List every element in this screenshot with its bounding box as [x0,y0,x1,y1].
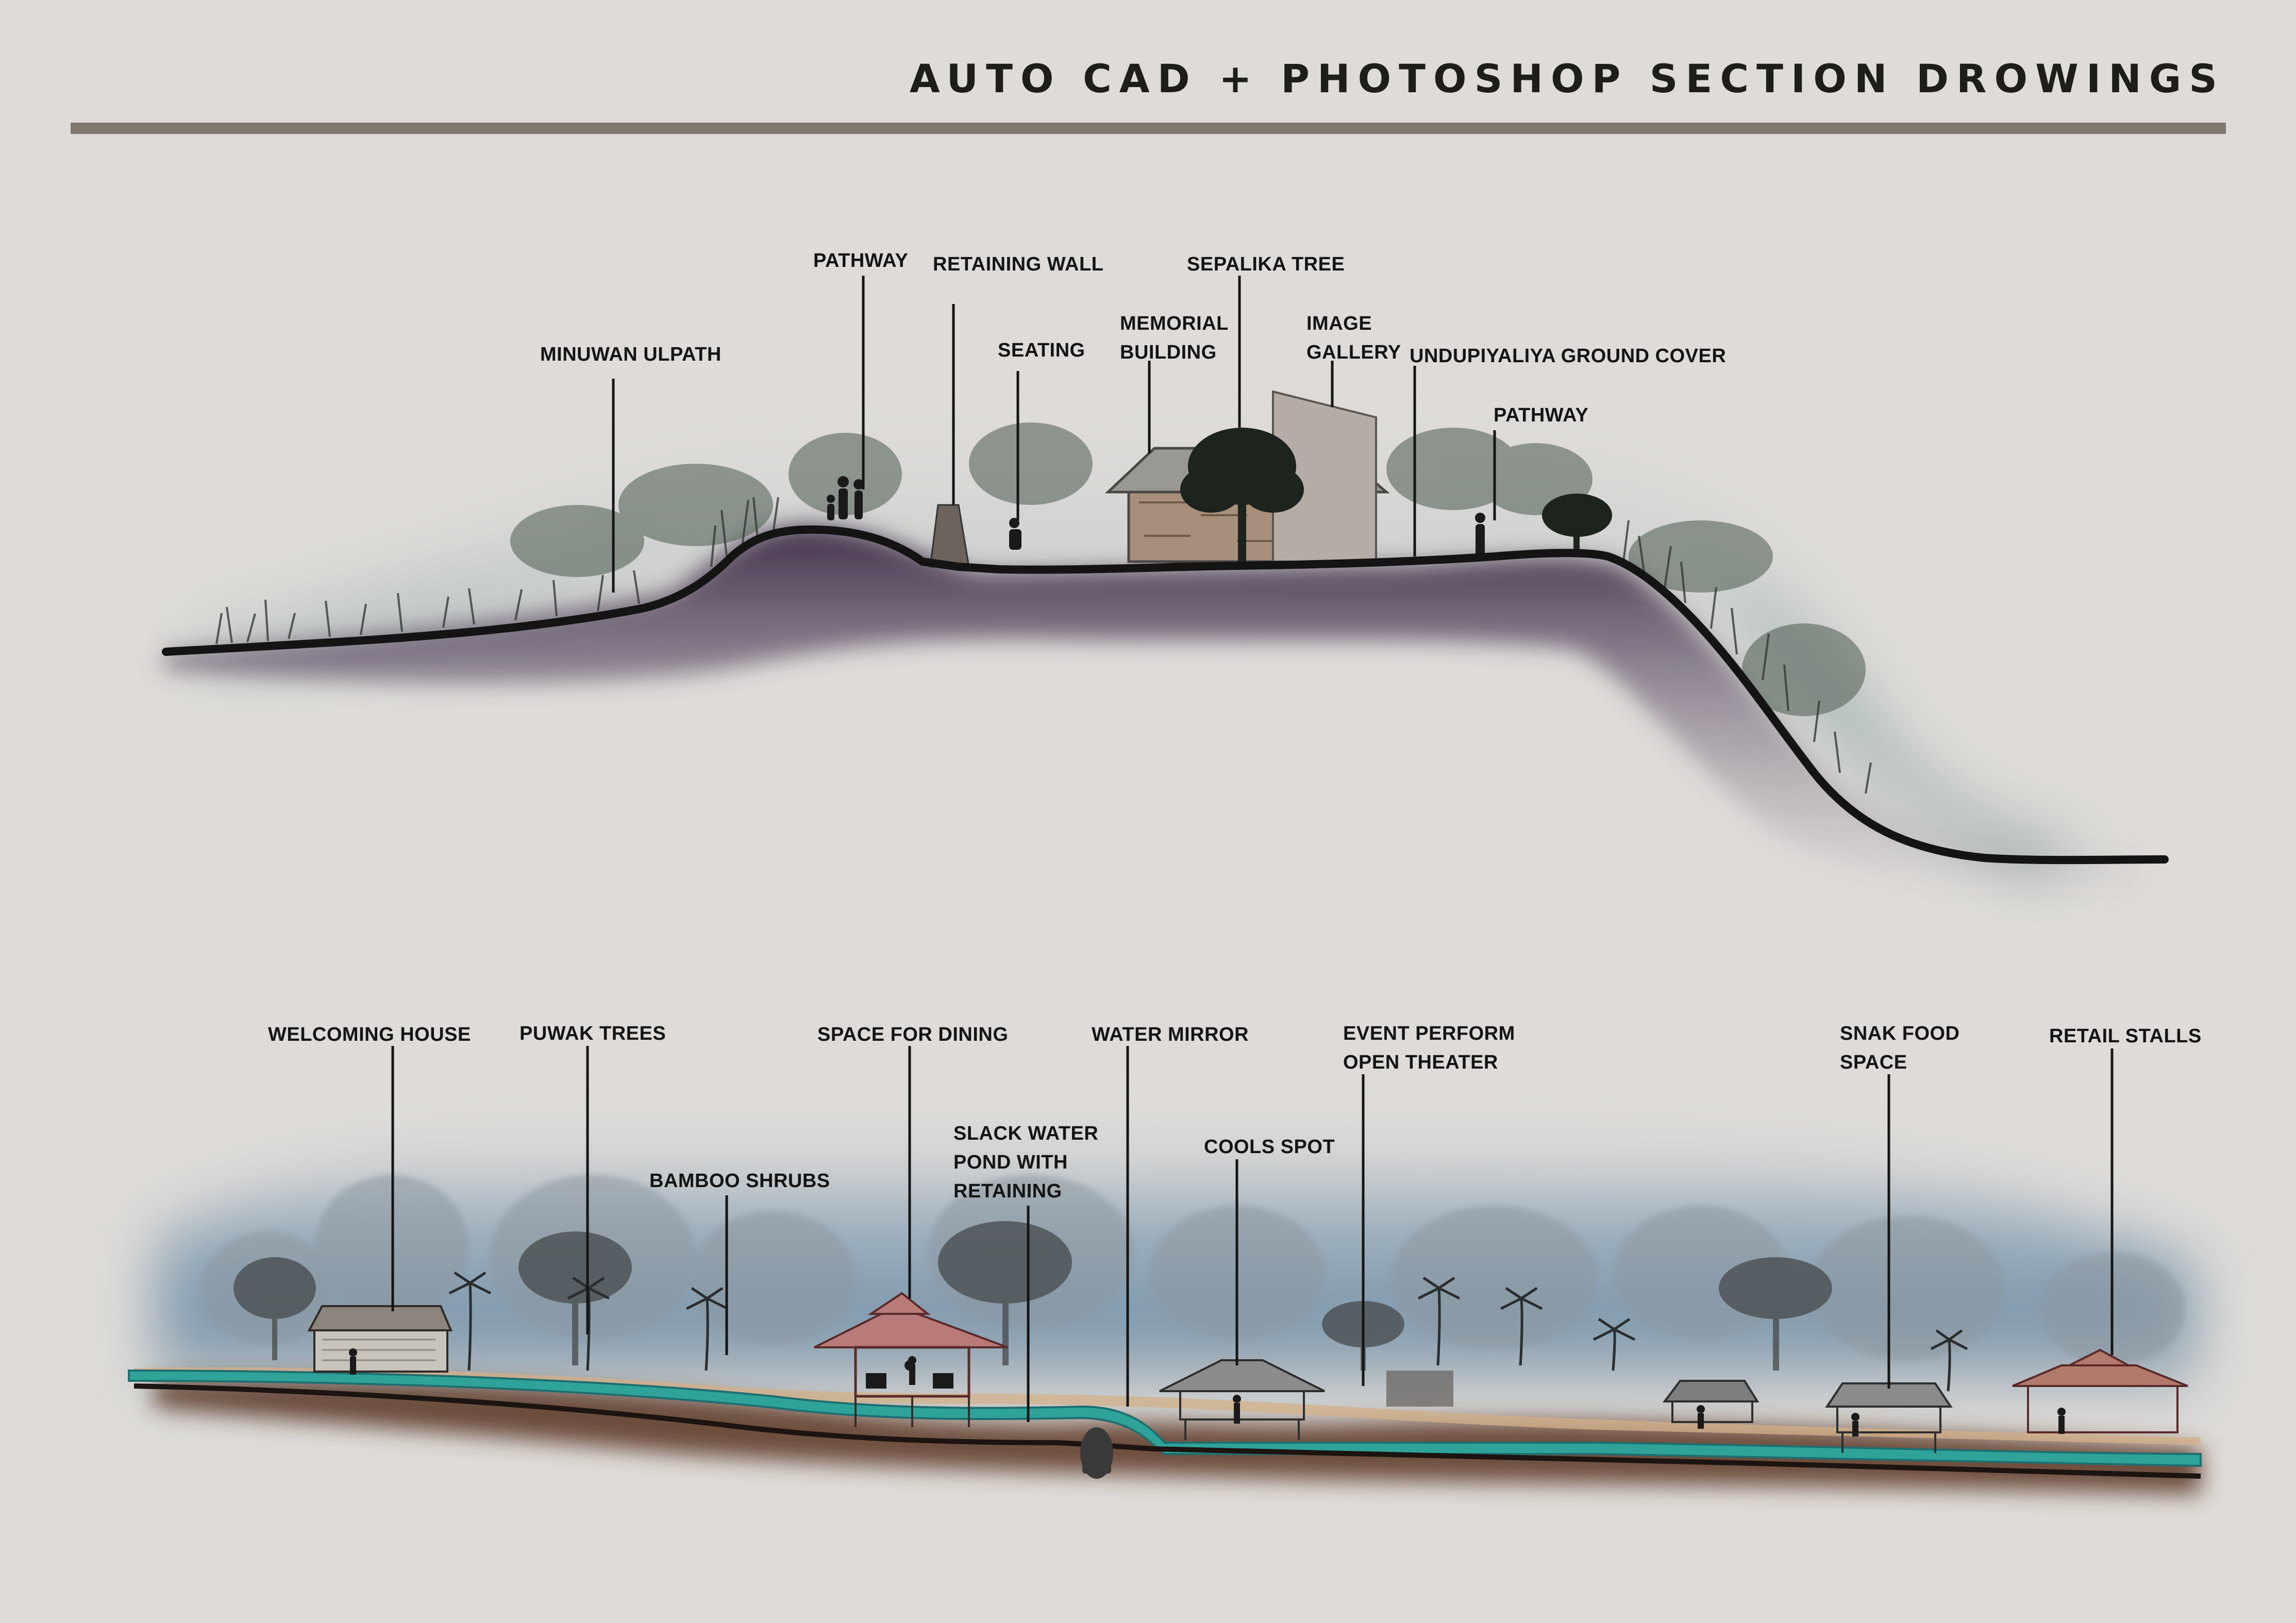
upper-mist [196,433,2087,876]
upper-soil [165,526,2139,897]
label-pathway-2: PATHWAY [1494,404,1589,426]
label-memorial-building: MEMORIAL BUILDING [1120,313,1229,363]
label-bamboo-shrubs: BAMBOO SHRUBS [649,1170,830,1192]
label-minuwan-ulpath: MINUWAN ULPATH [540,344,722,365]
label-sepalika-tree: SEPALIKA TREE [1187,253,1345,275]
label-welcoming-house: WELCOMING HOUSE [268,1024,471,1045]
label-retaining-wall: RETAINING WALL [933,253,1104,275]
upper-people [827,476,1485,556]
label-image-gallery: IMAGE GALLERY [1306,313,1401,363]
lower-water [128,1369,2202,1467]
lower-section [128,1119,2202,1494]
lower-ground-line [133,1383,2201,1479]
label-slack-water-pond: SLACK WATER POND WITH RETAINING [953,1123,1099,1202]
label-water-mirror: WATER MIRROR [1092,1024,1249,1045]
dining-pavilion-drawing [814,1292,1008,1427]
lower-people [349,1348,2066,1436]
label-seating: SEATING [998,340,1085,361]
welcoming-house-drawing [307,1305,453,1373]
snack-pavilion-1 [1663,1380,1759,1423]
lower-palms [448,1271,1968,1392]
label-event-perform-theater: EVENT PERFORM OPEN THEATER [1343,1023,1515,1073]
label-undupiyaliya-ground-cover: UNDUPIYALIYA GROUND COVER [1410,345,1727,367]
water-mirror-pit [1080,1427,1113,1479]
label-retail-stalls: RETAIL STALLS [2049,1025,2202,1047]
leader-lines [391,276,2114,1422]
snack-pavilion-2 [1825,1382,1953,1453]
right-tree-drawing [1542,494,1612,556]
label-space-for-dining: SPACE FOR DINING [817,1024,1009,1045]
upper-ground-line [162,525,2169,865]
upper-grass [215,497,1872,794]
event-stage-drawing [1386,1371,1453,1407]
label-cools-spot: COOLS SPOT [1204,1136,1335,1158]
label-snak-food-space: SNAK FOOD SPACE [1840,1023,1960,1073]
label-pathway-1: PATHWAY [813,250,909,272]
sepalika-tree-drawing [1180,428,1304,567]
label-puwak-trees: PUWAK TREES [519,1023,666,1044]
retail-stall-drawing [2012,1348,2188,1433]
upper-section [162,390,2169,897]
upper-vegetation [510,422,1866,716]
page-title: AUTO CAD + PHOTOSHOP SECTION DROWINGS [909,56,2225,102]
theater-pavilion-drawing [1159,1359,1325,1440]
title-rule [71,123,2226,134]
lower-trees [233,1221,1832,1371]
lower-earth [155,1380,2201,1494]
